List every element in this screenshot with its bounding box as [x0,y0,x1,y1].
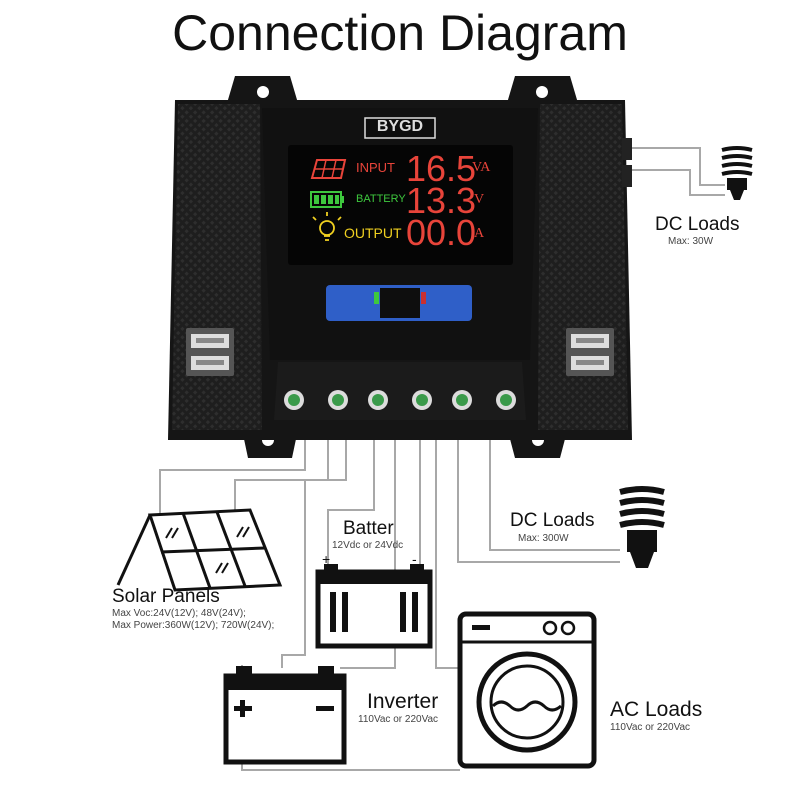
usb-ports-left [186,328,234,376]
inverter-label: Inverter [367,690,439,713]
wires [159,147,725,771]
svg-text:+: + [322,551,330,567]
dc-loads-mid-label: DC Loads [510,510,595,531]
screen-battery-label: BATTERY [356,193,406,205]
screen-battery-value: 13.3 [406,180,477,221]
dc-loads-mid-detail: Max: 300W [518,533,569,544]
page-title: Connection Diagram [172,5,628,61]
ac-loads-detail: 110Vac or 220Vac [610,722,691,733]
ac-loads-label: AC Loads [610,698,703,721]
solar-charge-controller [168,76,632,458]
solar-panels-label: Solar Panels [112,586,220,607]
brand-logo-text: BYGD [376,118,424,135]
solar-panels-detail-voc: Max Voc:24V(12V); 48V(24V); [112,608,246,619]
svg-text:-: - [412,551,417,567]
screen-output-value: 00.0 [406,212,477,253]
battery-detail: 12Vdc or 24Vdc [332,540,404,551]
battery-icon [310,191,344,208]
terminal-screws [284,390,516,410]
cfl-bulb-icon-large [619,486,665,568]
dc-loads-top-detail: Max: 30W [668,236,714,247]
cfl-bulb-icon-small [721,146,753,200]
solar-panel-icon [116,508,283,592]
bulb-icon [312,212,342,241]
battery-drawing-icon: + - [315,551,433,649]
dc-loads-top-label: DC Loads [655,214,740,235]
screen-output-unit: A [474,226,485,241]
inverter-icon [223,666,347,765]
solar-panels-detail-power: Max Power:360W(12V); 720W(24V); [112,620,275,631]
battery-label: Batter [343,518,394,539]
solar-icon [310,159,347,179]
screen-input-value: 16.5 [406,148,477,189]
screen-input-unit: VA [472,160,491,175]
screen-battery-unit: V [474,192,485,207]
screen-output-label: OUTPUT [344,225,402,241]
inverter-detail: 110Vac or 220Vac [358,714,439,725]
screen-input-label: INPUT [356,160,395,175]
washing-machine-icon [457,611,597,769]
usb-ports-right [566,328,614,376]
